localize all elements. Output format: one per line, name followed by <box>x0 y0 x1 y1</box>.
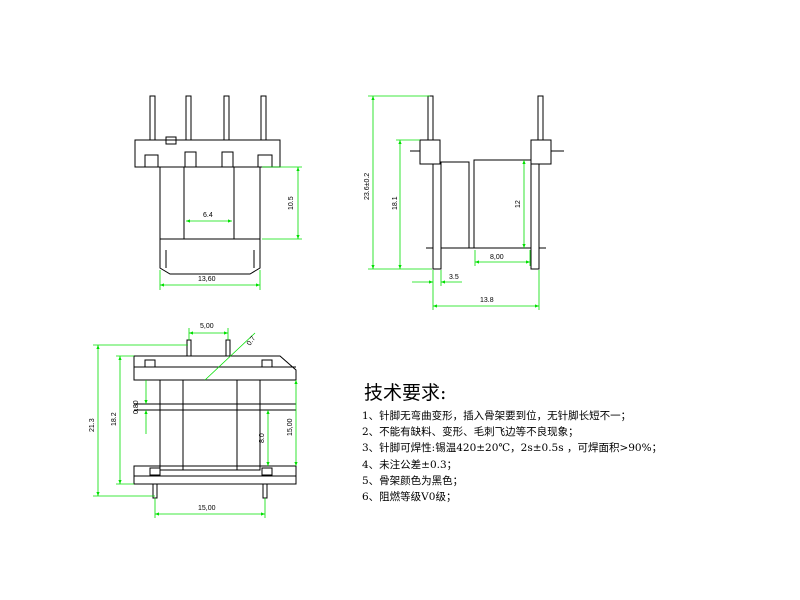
top-dim-pin-pitch: 5,00 <box>200 323 214 330</box>
side-dim-total-height: 23.6±0.2 <box>364 173 371 200</box>
top-dim-overall-height: 21.3 <box>89 418 96 432</box>
top-dim-height-right: 15,00 <box>287 418 294 436</box>
front-dim-inner-width: 6.4 <box>203 212 213 219</box>
requirement-item: 6、阻燃等级V0级； <box>362 490 457 503</box>
requirement-item: 1、针脚无弯曲变形，插入骨架要到位，无针脚长短不一； <box>362 410 632 422</box>
side-dim-inner-height: 12 <box>515 200 522 208</box>
requirement-item: 3、针脚可焊性:锡温420±20℃，2s±0.5s ，可焊面积>90%； <box>362 442 663 455</box>
requirements-title: 技术要求: <box>364 382 447 404</box>
requirement-item: 5、骨架颜色为黑色； <box>362 474 464 487</box>
front-dim-height: 10.5 <box>288 196 295 210</box>
side-dim-inner-width: 8,00 <box>490 254 504 261</box>
front-view-dimensions <box>159 166 302 290</box>
side-dim-pin-offset: 3.5 <box>449 274 459 281</box>
requirement-item: 2、不能有缺料、变形、毛刺飞边等不良现象； <box>362 426 579 439</box>
requirements-list: 1、针脚无弯曲变形，插入骨架要到位，无针脚长短不一； 2、不能有缺料、变形、毛刺… <box>362 408 662 505</box>
side-dim-body-height: 18.1 <box>392 196 399 210</box>
requirement-item: 4、未注公差±0.3； <box>362 458 458 471</box>
front-view <box>134 95 281 275</box>
top-view <box>133 339 297 499</box>
side-view <box>410 95 564 270</box>
top-dim-flange-height: 18.2 <box>111 412 118 426</box>
top-dim-flange-thickness: 0.80 <box>133 400 140 414</box>
side-view-dimensions <box>368 95 540 310</box>
top-dim-width: 15,00 <box>198 505 216 512</box>
top-dim-pin-dia: 0.7 <box>246 335 257 347</box>
top-view-dimensions <box>93 328 298 518</box>
top-dim-core-height: 8.0 <box>259 433 266 443</box>
front-dim-outer-width: 13,60 <box>198 276 216 283</box>
side-dim-total-width: 13.8 <box>480 297 494 304</box>
